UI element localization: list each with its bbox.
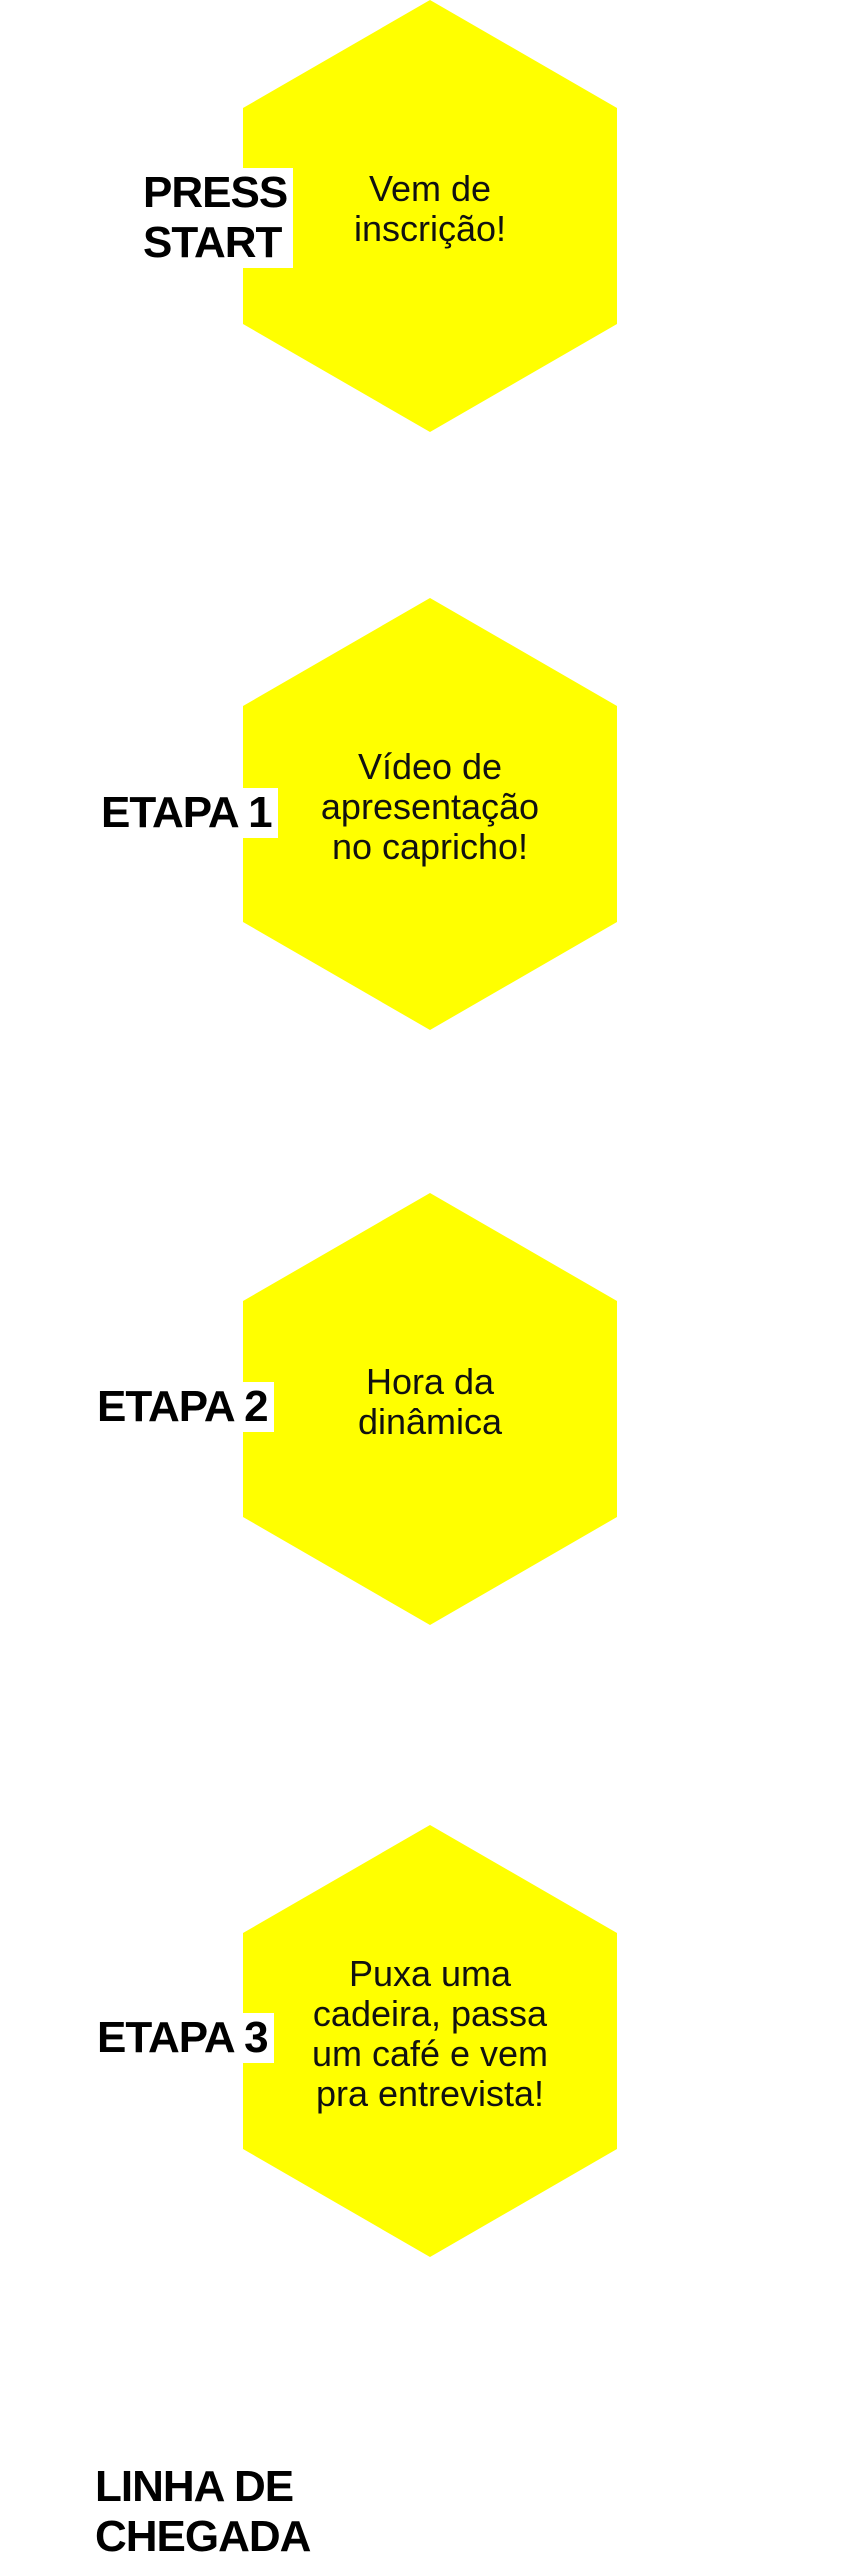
hexagon-etapa-1: Vídeo de apresentação no capricho! <box>243 598 617 1030</box>
step-description: Vídeo de apresentação no capricho! <box>320 746 540 867</box>
step-label: ETAPA 2 <box>97 1382 274 1432</box>
step-label: ETAPA 3 <box>97 2013 274 2063</box>
step-description: Puxa uma cadeira, passa um café e vem pr… <box>311 1953 549 2114</box>
step-label: PRESS START <box>143 168 294 268</box>
step-label: ETAPA 1 <box>101 788 278 838</box>
hexagon-press-start: Vem de inscrição! <box>243 0 617 432</box>
step-etapa-1: Vídeo de apresentação no capricho! ETAPA… <box>0 598 866 1030</box>
step-description: Hora da dinâmica <box>357 1361 503 1442</box>
step-press-start: Vem de inscrição! PRESS START <box>0 0 866 432</box>
step-etapa-3: Puxa uma cadeira, passa um café e vem pr… <box>0 1825 866 2257</box>
hexagon-etapa-3: Puxa uma cadeira, passa um café e vem pr… <box>243 1825 617 2257</box>
step-etapa-2: Hora da dinâmica ETAPA 2 <box>0 1193 866 1625</box>
finish-label: LINHA DE CHEGADA <box>95 2462 311 2561</box>
step-description: Vem de inscrição! <box>353 168 507 249</box>
hexagon-etapa-2: Hora da dinâmica <box>243 1193 617 1625</box>
